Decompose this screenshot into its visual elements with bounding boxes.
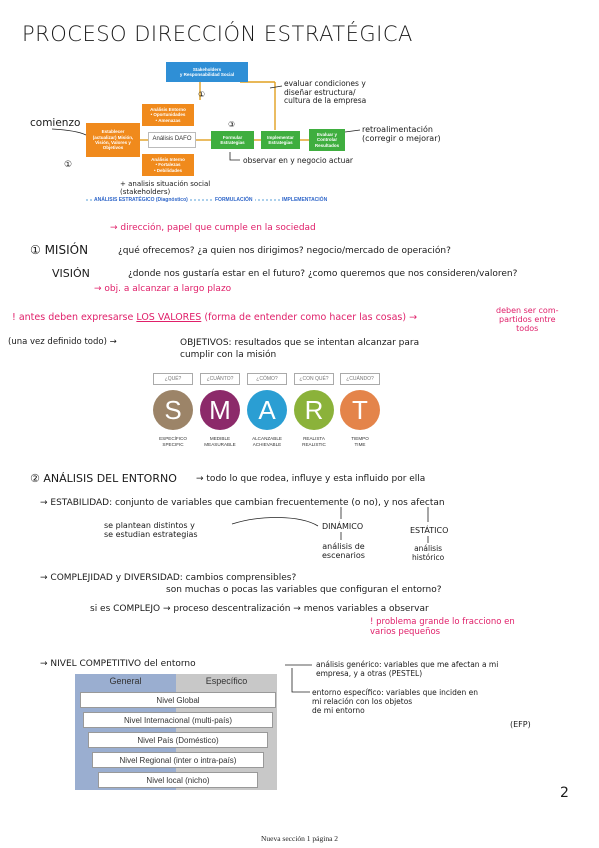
step-number-1: ① — [198, 90, 206, 99]
objetivos-prefix-text: (una vez definido todo) — [8, 337, 107, 347]
vision-heading: VISIÓN — [52, 267, 90, 280]
smart-label-0: ESPECÍFICO SPECIFIC — [159, 436, 187, 447]
page-footer: Nueva sección 1 página 2 — [260, 834, 339, 843]
dinamico-label: DINÁMICO — [322, 522, 364, 531]
note-circle-1: ① — [64, 160, 73, 170]
vision-note-text: obj. a alcanzar a largo plazo — [104, 284, 232, 294]
smart-letter-a: A — [247, 390, 287, 430]
nivel-item-4: Nivel local (nicho) — [98, 772, 258, 788]
page-number: 2 — [560, 785, 569, 801]
implementar-box: Implementar Estrategias — [261, 131, 300, 149]
valores-word: LOS VALORES — [136, 312, 202, 323]
entorno-especifico: entorno específico: variables que incide… — [312, 688, 479, 715]
phase-formulacion: FORMULACIÓN — [213, 197, 255, 203]
stakeholders-label: Stakeholders y Responsabilidad Social — [179, 66, 235, 77]
complejo-line: si es COMPLEJO → proceso descentralizaci… — [90, 604, 429, 614]
note-analisis-situacion: + analisis situación social (stakeholder… — [120, 180, 211, 196]
complejidad-text: COMPLEJIDAD y DIVERSIDAD: cambios compre… — [50, 573, 297, 583]
interno-box: Análisis Interno • Fortalezas • Debilida… — [142, 154, 194, 176]
note-retroalimentacion: retroalimentación (corregir o mejorar) — [362, 125, 441, 143]
nivel-competitivo: → NIVEL COMPETITIVO del entorno — [40, 659, 196, 669]
smart-label-4: TIEMPO TIME — [351, 436, 369, 447]
dafo-label: Análisis DAFO — [152, 136, 192, 143]
formular-label: Formular Estrategias — [220, 134, 245, 145]
problema-note: ! problema grande lo fracciono en varios… — [370, 617, 515, 637]
phase-implementacion: IMPLEMENTACIÓN — [280, 197, 330, 203]
complejidad-line: → COMPLEJIDAD y DIVERSIDAD: cambios comp… — [40, 573, 297, 583]
page-title: PROCESO DIRECCIÓN ESTRATÉGICA — [22, 22, 413, 46]
implementar-label: Implementar Estrategias — [267, 134, 294, 145]
dinamico-sub: análisis de escenarios — [322, 542, 365, 560]
estatico-label: ESTÁTICO — [410, 526, 449, 535]
nivel-item-2: Nivel País (Doméstico) — [88, 732, 268, 748]
entorno-heading: ② ANÁLISIS DEL ENTORNO — [30, 472, 177, 485]
especifico-header: Específico — [205, 676, 248, 686]
note-evaluar-condiciones: evaluar condiciones y diseñar estructura… — [284, 79, 367, 105]
interno-label: Análisis Interno • Fortalezas • Debilida… — [151, 156, 185, 173]
objetivos-prefix: (una vez definido todo) → — [8, 337, 117, 347]
estabilidad-line: → ESTABILIDAD: conjunto de variables que… — [40, 498, 445, 508]
objetivos-definition: OBJETIVOS: resultados que se intentan al… — [180, 338, 420, 360]
step-number-3: ③ — [228, 120, 236, 129]
valores-note: deben ser com- partidos entre todos — [496, 306, 559, 333]
evaluar-box: Evaluar y Controlar Resultados — [309, 129, 345, 151]
nivel-item-0: Nivel Global — [80, 692, 276, 708]
smart-question-0: ¿QUÉ? — [153, 373, 193, 385]
valores-prefix: ! antes deben expresarse — [12, 312, 134, 323]
entorno-label: Análisis Entorno • Oportunidades • Amena… — [150, 106, 186, 123]
smart-question-3: ¿CON QUÉ? — [294, 373, 334, 385]
smart-question-4: ¿CUÁNDO? — [340, 373, 380, 385]
diagram-connectors — [51, 81, 361, 201]
note-direccion: → dirección, papel que cumple en la soci… — [110, 223, 316, 233]
dafo-box: Análisis DAFO — [148, 132, 196, 148]
nivel-competitivo-text: NIVEL COMPETITIVO del entorno — [50, 659, 196, 669]
note-comienzo: comienzo — [30, 117, 81, 129]
smart-label-3: REALISTA REALISTIC — [302, 436, 326, 447]
valores-rest: (forma de entender como hacer las cosas) — [204, 312, 407, 323]
complejidad-question: son muchas o pocas las variables que con… — [166, 585, 442, 595]
note-direccion-text: dirección, papel que cumple en la socied… — [120, 223, 316, 233]
entorno-box: Análisis Entorno • Oportunidades • Amena… — [142, 104, 194, 126]
entorno-definition-text: todo lo que rodea, influye y esta influi… — [206, 474, 426, 484]
estrategias-note: se plantean distintos y se estudian estr… — [104, 521, 198, 539]
establecer-label: Establecer (actualizar) Misión, Visión, … — [92, 129, 134, 151]
efp-label: (EFP) — [510, 720, 531, 729]
nivel-item-1: Nivel Internacional (multi-país) — [83, 712, 273, 728]
smart-label-1: MEDIBLE MEASURABLE — [204, 436, 236, 447]
smart-question-1: ¿CUÁNTO? — [200, 373, 240, 385]
general-header: General — [109, 676, 142, 686]
smart-question-2: ¿CÓMO? — [247, 373, 287, 385]
smart-letter-r: R — [294, 390, 334, 430]
mision-question: ¿qué ofrecemos? ¿a quien nos dirigimos? … — [118, 246, 451, 256]
analisis-generico: análisis genérico: variables que me afec… — [316, 660, 499, 678]
nivel-item-3: Nivel Regional (inter o intra-país) — [92, 752, 264, 768]
evaluar-label: Evaluar y Controlar Resultados — [314, 131, 340, 148]
vision-note: → obj. a alcanzar a largo plazo — [94, 284, 232, 294]
valores-line: ! antes deben expresarse LOS VALORES (fo… — [12, 312, 418, 323]
stakeholders-box: Stakeholders y Responsabilidad Social — [166, 62, 248, 82]
vision-question: ¿donde nos gustaría estar en el futuro? … — [128, 269, 518, 279]
estabilidad-text: ESTABILIDAD: conjunto de variables que c… — [50, 498, 445, 508]
estatico-sub: análisis histórico — [412, 544, 445, 562]
mision-heading: ① MISIÓN — [30, 243, 89, 257]
establecer-box: Establecer (actualizar) Misión, Visión, … — [86, 123, 140, 157]
phase-analisis: ANÁLISIS ESTRATÉGICO (Diagnóstico) — [92, 197, 190, 203]
note-observar: observar en y negocio actuar — [243, 156, 354, 165]
formular-box: Formular Estrategias — [211, 131, 254, 149]
smart-label-2: ALCANZABLE ACHIEVABLE — [252, 436, 282, 447]
smart-letter-m: M — [200, 390, 240, 430]
entorno-definition: → todo lo que rodea, influye y esta infl… — [196, 474, 426, 484]
smart-letter-s: S — [153, 390, 193, 430]
smart-letter-t: T — [340, 390, 380, 430]
